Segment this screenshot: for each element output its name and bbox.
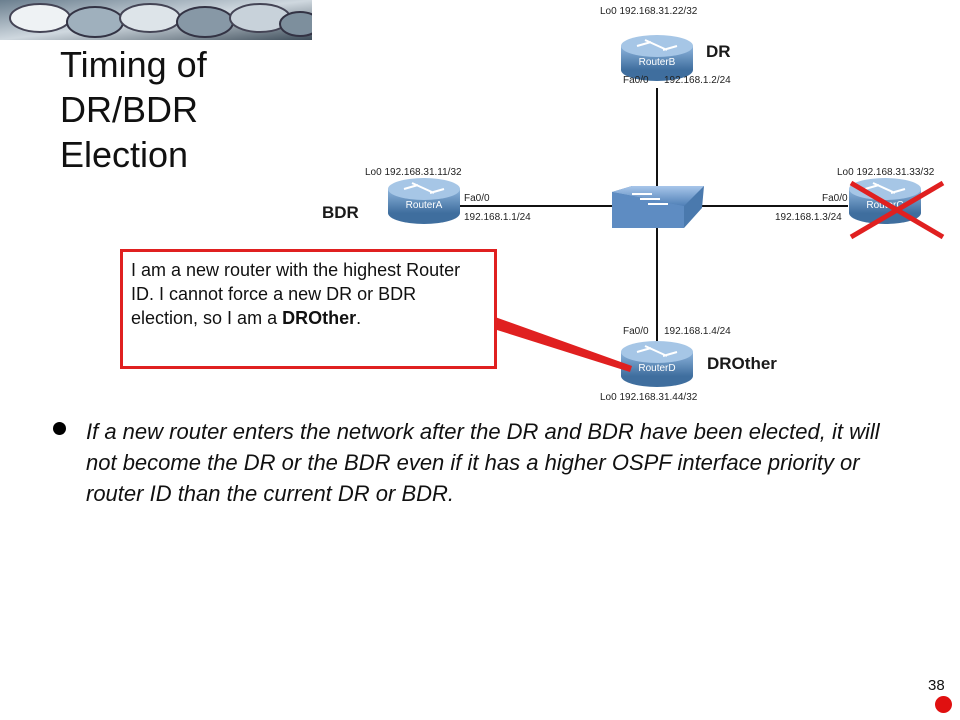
router-d-role-label: DROther <box>707 354 777 373</box>
router-d-name: RouterD <box>638 363 675 374</box>
bullet-dot <box>53 422 66 435</box>
router-a-iface-label: Fa0/0 <box>464 193 490 204</box>
router-a-ip-label: 192.168.1.1/24 <box>464 212 531 223</box>
router-d-iface-label: Fa0/0 <box>623 326 649 337</box>
callout-box: I am a new router with the highest Route… <box>120 249 497 369</box>
page-number: 38 <box>928 677 945 694</box>
bullet-text: If a new router enters the network after… <box>86 419 880 506</box>
router-b-role-label: DR <box>706 42 731 61</box>
router-a-role-label: BDR <box>322 203 359 222</box>
router-b-ip-label: 192.168.1.2/24 <box>664 75 731 86</box>
slide-title: Timing of DR/BDR Election <box>60 44 207 175</box>
callout-pointer <box>495 317 632 372</box>
switch-icon <box>612 186 704 228</box>
callout-bold-text: DROther <box>282 308 357 328</box>
router-b-lo0-label: Lo0 192.168.31.22/32 <box>600 6 698 17</box>
callout-end-text: . <box>356 308 362 328</box>
router-d-lo0-label: Lo0 192.168.31.44/32 <box>600 392 698 403</box>
router-a-name: RouterA <box>406 200 443 211</box>
router-b-name: RouterB <box>639 57 676 68</box>
router-b-iface-label: Fa0/0 <box>623 75 649 86</box>
page-marker-dot <box>935 696 952 713</box>
callout-text: I am a new router with the highest Route… <box>131 260 461 328</box>
router-c-ip-label: 192.168.1.3/24 <box>775 212 842 223</box>
router-d-ip-label: 192.168.1.4/24 <box>664 326 731 337</box>
header-banner-image <box>0 0 312 40</box>
router-a-lo0-label: Lo0 192.168.31.11/32 <box>365 167 462 178</box>
router-d-icon <box>621 341 693 387</box>
removed-x-mark <box>849 180 945 240</box>
router-b-icon <box>621 35 693 81</box>
router-c-lo0-label: Lo0 192.168.31.33/32 <box>837 167 935 178</box>
router-a-icon <box>388 178 460 224</box>
router-c-iface-label: Fa0/0 <box>822 193 848 204</box>
